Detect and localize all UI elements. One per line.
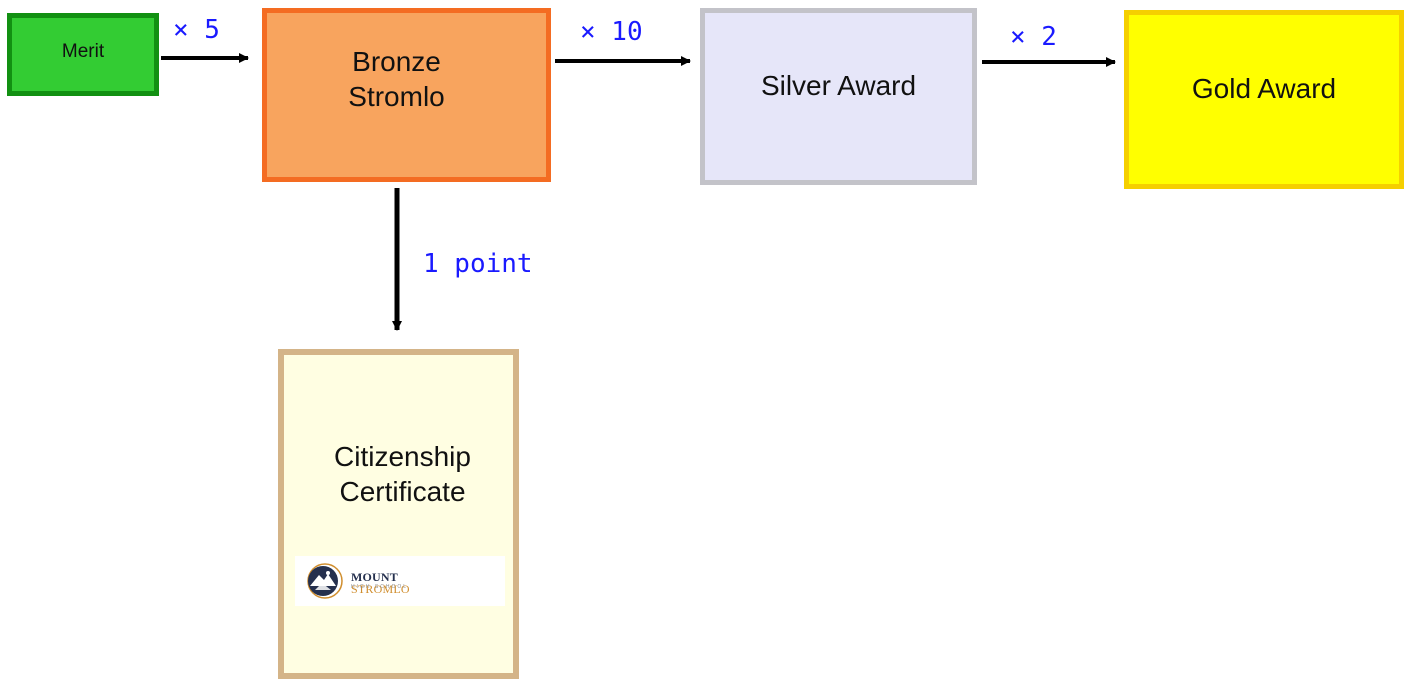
silver-award-label: Silver Award [760, 69, 917, 101]
merit-to-bronze-label: × 5 [173, 15, 220, 45]
school-logo: MOUNT STROMLO HIGH SCHOOL [295, 556, 505, 606]
bronze-label-line-1: Bronze [352, 46, 441, 77]
logo-subtitle: HIGH SCHOOL [351, 584, 409, 590]
merit-node: Merit [7, 13, 159, 96]
citizenship-certificate-node: Citizenship Certificate MOUNT STROMLO HI… [278, 349, 519, 679]
gold-award-node: Gold Award [1124, 10, 1404, 189]
gold-award-label: Gold Award [1191, 73, 1337, 104]
logo-name-accent: STROMLO [351, 582, 410, 596]
logo-school-name: MOUNT STROMLO [351, 571, 410, 595]
merit-label: Merit [61, 40, 105, 62]
bronze-to-silver-label: × 10 [580, 17, 643, 47]
citizenship-label-line-1: Citizenship [334, 441, 471, 472]
mountain-emblem-icon [307, 563, 343, 599]
silver-award-node: Silver Award [700, 8, 977, 185]
bronze-label-line-2: Stromlo [348, 81, 445, 112]
bronze-to-citizenship-label: 1 point [423, 249, 533, 279]
citizenship-label-line-2: Certificate [339, 476, 466, 507]
silver-to-gold-label: × 2 [1010, 22, 1057, 52]
logo-name-primary: MOUNT [351, 570, 398, 584]
bronze-stromlo-node: Bronze Stromlo [262, 8, 551, 182]
